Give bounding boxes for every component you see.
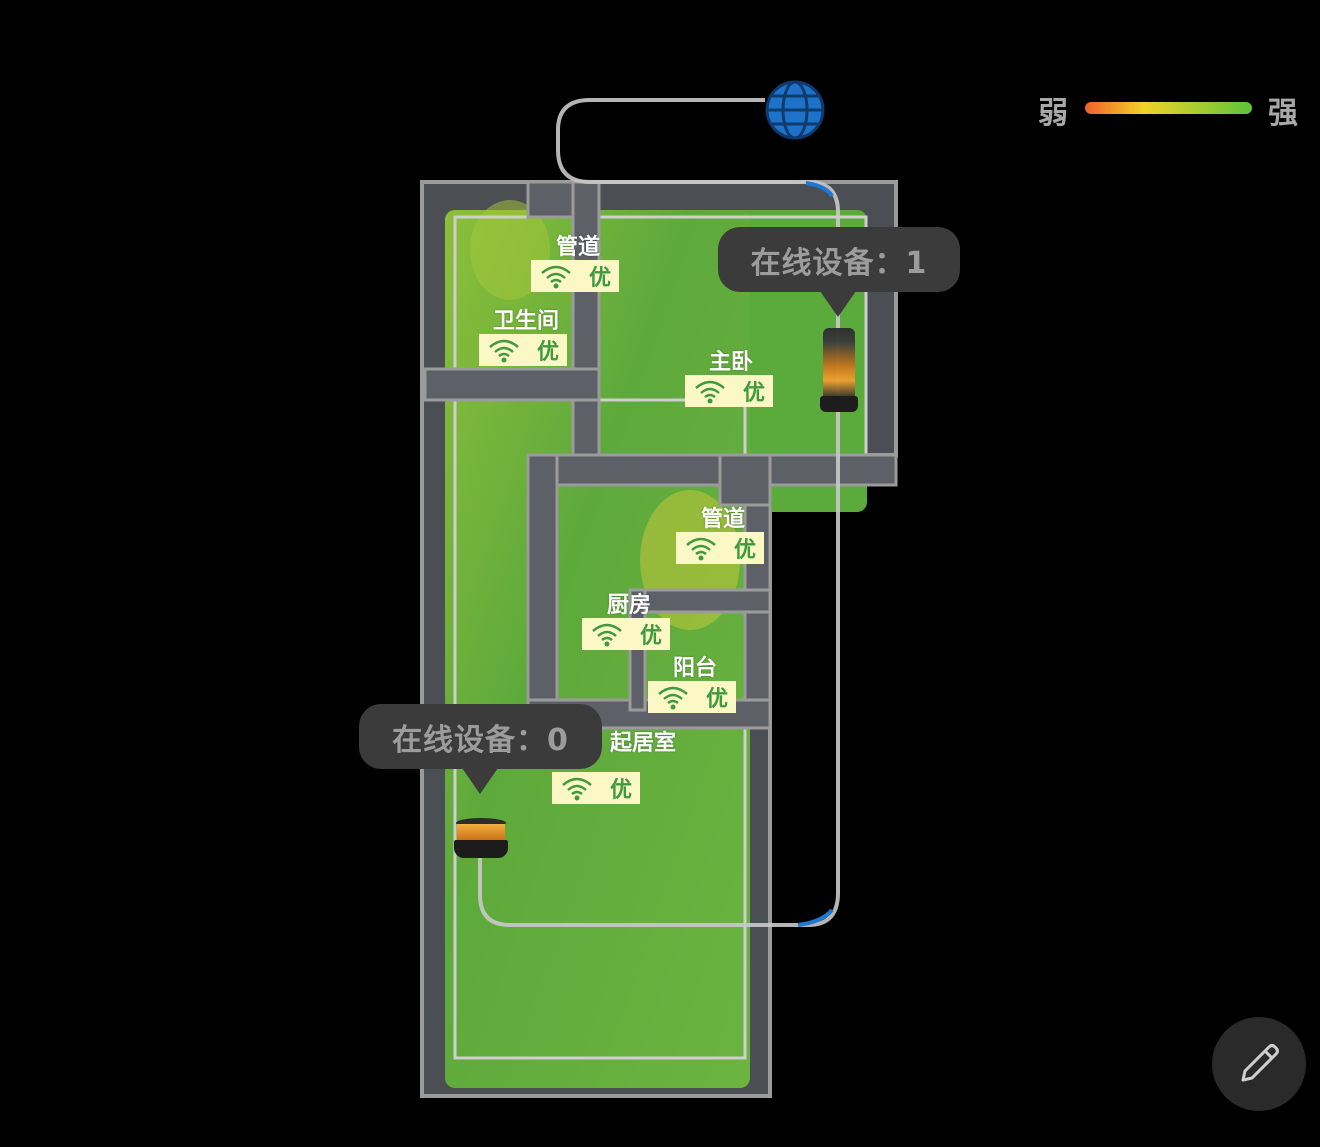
wifi-icon [658,686,688,710]
tooltip-text: 在线设备：1 [750,245,928,281]
room-name: 卫生间 [492,309,560,334]
route-accent [797,908,834,927]
tooltip-text: 在线设备：0 [392,722,569,758]
signal-quality: 优 [742,381,765,406]
online-devices-tooltip: 在线设备：0 [359,704,602,794]
wifi-icon [686,537,716,561]
signal-quality: 优 [588,266,611,291]
signal-badge: 优 [648,681,736,713]
mesh-node-icon[interactable] [454,818,508,860]
network-route [478,98,840,927]
signal-quality: 优 [733,538,756,563]
signal-legend-bar [1085,102,1252,114]
room-name: 管道 [700,507,746,532]
wifi-icon [541,265,571,289]
room-name: 起居室 [610,731,677,756]
signal-badge: 优 [685,375,773,407]
globe-icon [765,80,825,140]
signal-badge: 优 [552,772,640,804]
room-name: 阳台 [672,656,718,681]
signal-quality: 优 [536,340,559,365]
signal-quality: 优 [609,778,632,803]
wifi-icon [592,623,622,647]
signal-quality: 优 [705,687,728,712]
room-name: 厨房 [606,593,652,618]
signal-badge: 优 [582,618,670,650]
tower-router-icon[interactable] [820,328,858,412]
signal-badge: 优 [479,334,567,366]
wifi-icon [695,380,725,404]
signal-heat-spot [470,200,550,300]
legend-strong-label: 强 [1268,96,1298,131]
online-devices-tooltip: 在线设备：1 [718,227,960,317]
pencil-icon [1241,1044,1279,1082]
legend-weak-label: 弱 [1038,96,1068,131]
wifi-icon [489,339,519,363]
room-name: 主卧 [708,350,754,375]
signal-badge: 优 [676,532,764,564]
route-accent [805,181,834,198]
signal-quality: 优 [639,624,662,649]
wifi-icon [562,777,592,801]
signal-badge: 优 [531,260,619,292]
room-name: 管道 [555,235,601,260]
edit-button[interactable] [1212,1017,1306,1111]
